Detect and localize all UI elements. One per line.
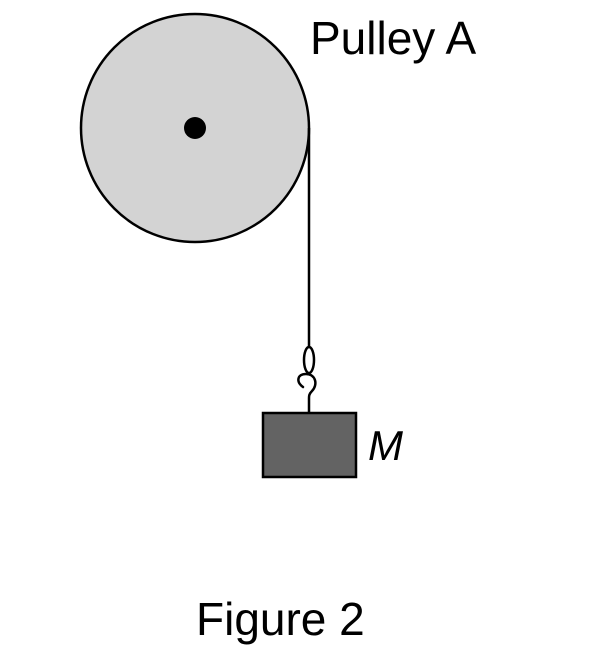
figure-caption: Figure 2 [196, 593, 365, 645]
pulley-axle [184, 117, 206, 139]
hook [297, 372, 317, 415]
rope-loop [302, 345, 316, 375]
pulley-label: Pulley A [310, 12, 477, 64]
mass-label: M [368, 422, 403, 469]
mass-block [261, 411, 358, 479]
